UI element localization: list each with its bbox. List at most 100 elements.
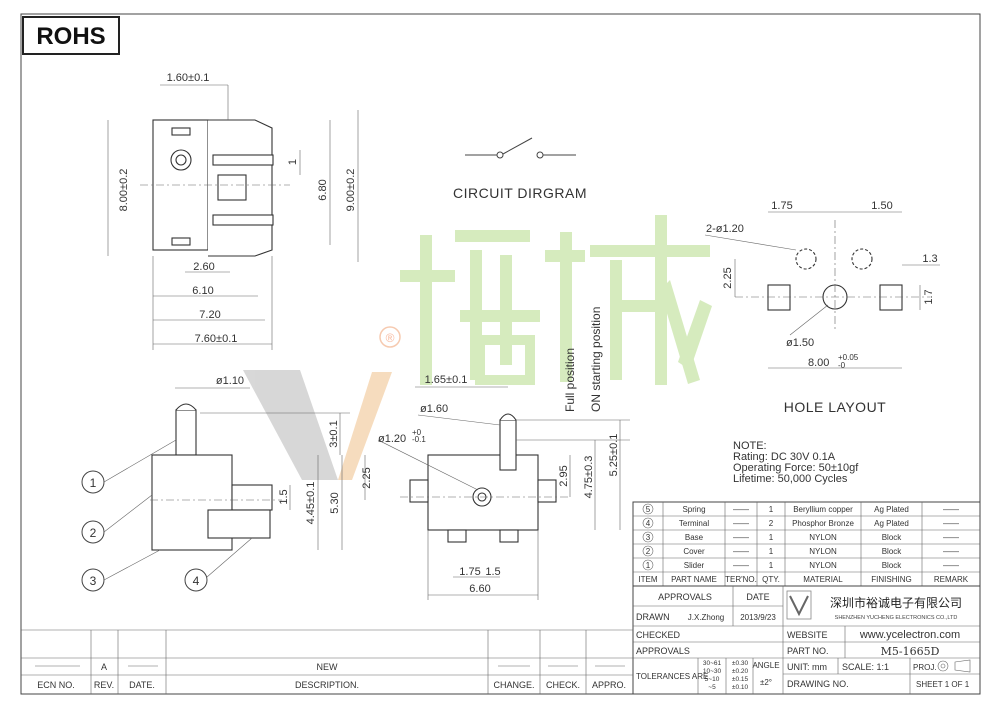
dim-2-60: 2.60 (193, 261, 214, 273)
leader (206, 537, 253, 578)
note-operating-force: Operating Force: 50±10gf (733, 462, 859, 474)
dim-1-50: 1.50 (871, 200, 892, 212)
revision-description: NEW (317, 662, 339, 672)
rohs-badge (22, 16, 120, 55)
hole-small-right (851, 248, 873, 270)
bom-cell-qty: 1 (769, 505, 774, 514)
hole-layout: 1.75 1.50 2-ø1.20 2.25 1.3 1.7 ø1.50 8.0… (704, 200, 940, 415)
side-slot-bottom (171, 237, 191, 246)
circuit-node-left (496, 151, 504, 159)
top-pin-right (499, 529, 519, 543)
bom-cell-item: 5 (646, 505, 651, 514)
description-header: DESCRIPTION. (295, 680, 359, 690)
check-header: CHECK. (546, 680, 580, 690)
dim-1-60: 1.60±0.1 (167, 72, 210, 84)
front-plunger (175, 409, 197, 456)
title-block-frame (632, 585, 981, 695)
watermark-logo: ® (243, 215, 712, 480)
hole-pad-right (879, 284, 903, 311)
bom-cell-finish: Block (882, 547, 903, 556)
top-plunger (499, 419, 517, 471)
top-tab-left (409, 479, 429, 503)
tol-value: ±0.10 (732, 684, 749, 691)
bom-header-cell: MATERIAL (803, 575, 843, 584)
full-position-label: Full position (563, 348, 577, 412)
tol-range: 10~30 (703, 668, 722, 675)
note-heading: NOTE: (733, 440, 767, 452)
tol-range: 30~61 (703, 660, 722, 667)
tol-value: ±0.20 (732, 668, 749, 675)
sheet-border (20, 13, 981, 695)
bom-header-cell: QTY. (762, 575, 780, 584)
bom-item-circle (642, 517, 654, 529)
bom-header-cell: REMARK (934, 575, 969, 584)
bom-cell-qty: 1 (769, 533, 774, 542)
dim-1-5: 1.5 (278, 489, 290, 504)
side-terminal-bottom (212, 214, 274, 226)
dim-5-25: 5.25±0.1 (608, 434, 620, 477)
dim-1-3: 1.3 (922, 253, 937, 265)
date-header: DATE (746, 592, 769, 602)
top-pin-left (447, 529, 467, 543)
checked-label: CHECKED (636, 630, 681, 640)
tol-value: ±0.30 (732, 660, 749, 667)
bom-cell-remark: —— (943, 519, 959, 528)
logo-chinese-mark (400, 215, 712, 385)
tolerances-label: TOLERANCES ARE (636, 672, 708, 681)
dim-7-60: 7.60±0.1 (195, 333, 238, 345)
bom-cell-name: Base (685, 533, 704, 542)
dim-1-75: 1.75 (459, 566, 480, 578)
side-slot-top (171, 127, 191, 136)
bom-item-circle (642, 531, 654, 543)
side-terminal-top (212, 154, 274, 166)
bom-cell-finish: Ag Plated (874, 519, 909, 528)
drawn-date: 2013/9/23 (740, 613, 776, 622)
circuit-node-right (536, 151, 544, 159)
top-tab-right (537, 479, 557, 503)
balloon-4 (184, 568, 208, 592)
company-name-en: SHENZHEN YUCHENG ELECTRONICS CO.,LTD (835, 615, 958, 621)
bom-item-circle (642, 559, 654, 571)
bom-cell-item: 2 (646, 547, 651, 556)
website-value[interactable]: www.ycelectron.com (859, 629, 960, 641)
part-no-label: PART NO. (787, 646, 829, 656)
drawing-no-label: DRAWING NO. (787, 679, 849, 689)
dim-8-00: 8.00±0.2 (118, 169, 130, 212)
rohs-text: ROHS (36, 23, 105, 50)
appro-header: APPRO. (592, 680, 626, 690)
bom-cell-name: Spring (682, 505, 705, 514)
bom-header-cell: FINISHING (871, 575, 911, 584)
dim-2-95: 2.95 (558, 465, 570, 486)
balloon-1-label: 1 (90, 476, 97, 490)
tol-value: ±0.15 (732, 676, 749, 683)
dim-2-25: 2.25 (722, 267, 734, 288)
dim-dia-1-10: ø1.10 (216, 375, 244, 387)
change-header: CHANGE. (493, 680, 534, 690)
bom-cell-ter: —— (733, 561, 749, 570)
bom-cell-finish: Block (882, 561, 903, 570)
bom-item-circle (642, 503, 654, 515)
dim-dia-1-60: ø1.60 (420, 403, 448, 415)
leader (103, 549, 161, 581)
tol-upper: +0.05 (838, 353, 859, 362)
bom-cell-remark: —— (943, 505, 959, 514)
bom-cell-qty: 1 (769, 547, 774, 556)
bom-cell-ter: —— (733, 533, 749, 542)
logo-v-left (243, 370, 338, 480)
side-body (152, 119, 209, 251)
part-no-value: M5-1665D (881, 645, 940, 658)
leader (789, 304, 829, 336)
tol-upper: +0 (412, 428, 422, 437)
note-rating: Rating: DC 30V 0.1A (733, 451, 836, 463)
hole-pad-left (767, 284, 791, 311)
bom-cell-material: NYLON (809, 533, 837, 542)
bom-cell-ter: —— (733, 547, 749, 556)
front-spring (231, 484, 273, 511)
on-starting-position-label: ON starting position (589, 307, 603, 412)
company-logo (786, 590, 812, 620)
bom-cell-item: 4 (646, 519, 651, 528)
rev-header: REV. (94, 680, 114, 690)
revision-rev: A (101, 662, 107, 672)
bom-cell-ter: —— (733, 505, 749, 514)
